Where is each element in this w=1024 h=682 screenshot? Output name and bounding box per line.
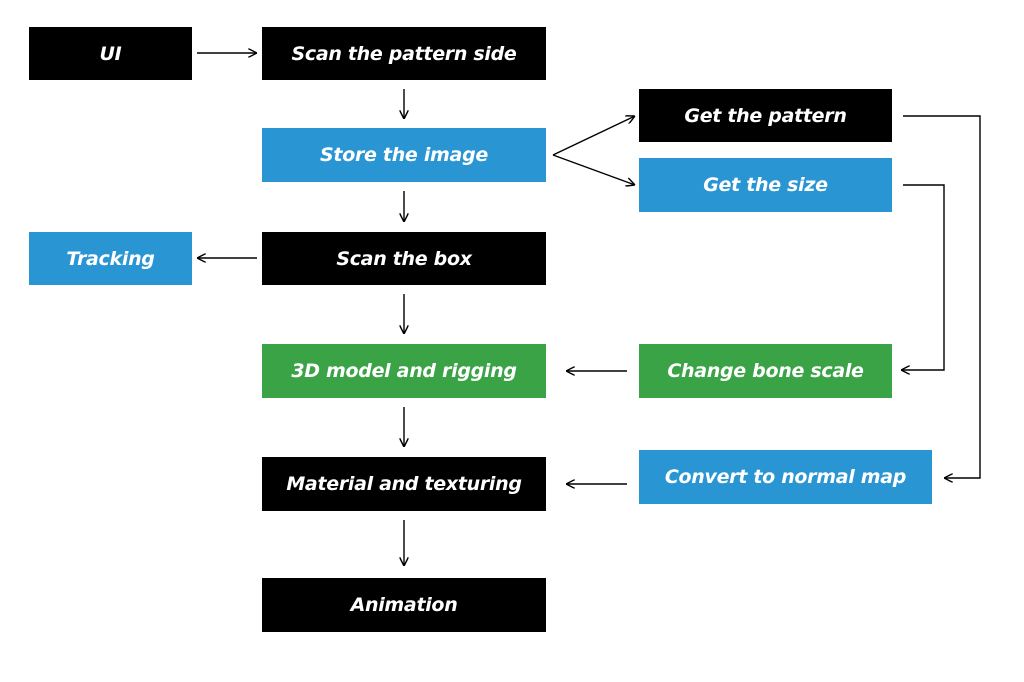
store-image-node: Store the image <box>262 128 546 182</box>
get-pattern-label: Get the pattern <box>684 104 847 127</box>
scan-pattern-side-label: Scan the pattern side <box>291 42 517 65</box>
arrow-get-size-to-bone-scale <box>901 184 945 370</box>
ui-node-label: UI <box>99 42 122 65</box>
material-texturing-label: Material and texturing <box>286 473 522 495</box>
tracking-node: Tracking <box>29 232 192 285</box>
animation-node: Animation <box>262 578 546 632</box>
store-image-label: Store the image <box>320 144 488 166</box>
ui-node: UI <box>29 27 192 80</box>
material-texturing-node: Material and texturing <box>262 457 546 511</box>
animation-label: Animation <box>350 594 458 616</box>
get-pattern-node: Get the pattern <box>639 89 892 142</box>
change-bone-scale-node: Change bone scale <box>639 344 892 398</box>
model-rigging-node: 3D model and rigging <box>262 344 546 398</box>
convert-normal-map-label: Convert to normal map <box>664 466 907 488</box>
scan-box-node: Scan the box <box>262 232 546 285</box>
get-size-label: Get the size <box>703 174 828 196</box>
arrow-store-to-get-pattern <box>552 116 635 156</box>
get-size-node: Get the size <box>639 158 892 212</box>
arrow-store-to-get-size <box>552 154 635 185</box>
scan-pattern-side-node: Scan the pattern side <box>262 27 546 80</box>
change-bone-scale-label: Change bone scale <box>667 360 864 382</box>
convert-normal-map-node: Convert to normal map <box>639 450 932 504</box>
model-rigging-label: 3D model and rigging <box>291 360 517 382</box>
scan-box-label: Scan the box <box>336 247 472 270</box>
tracking-label: Tracking <box>66 247 155 270</box>
arrow-get-pattern-to-normal-map <box>903 115 981 478</box>
